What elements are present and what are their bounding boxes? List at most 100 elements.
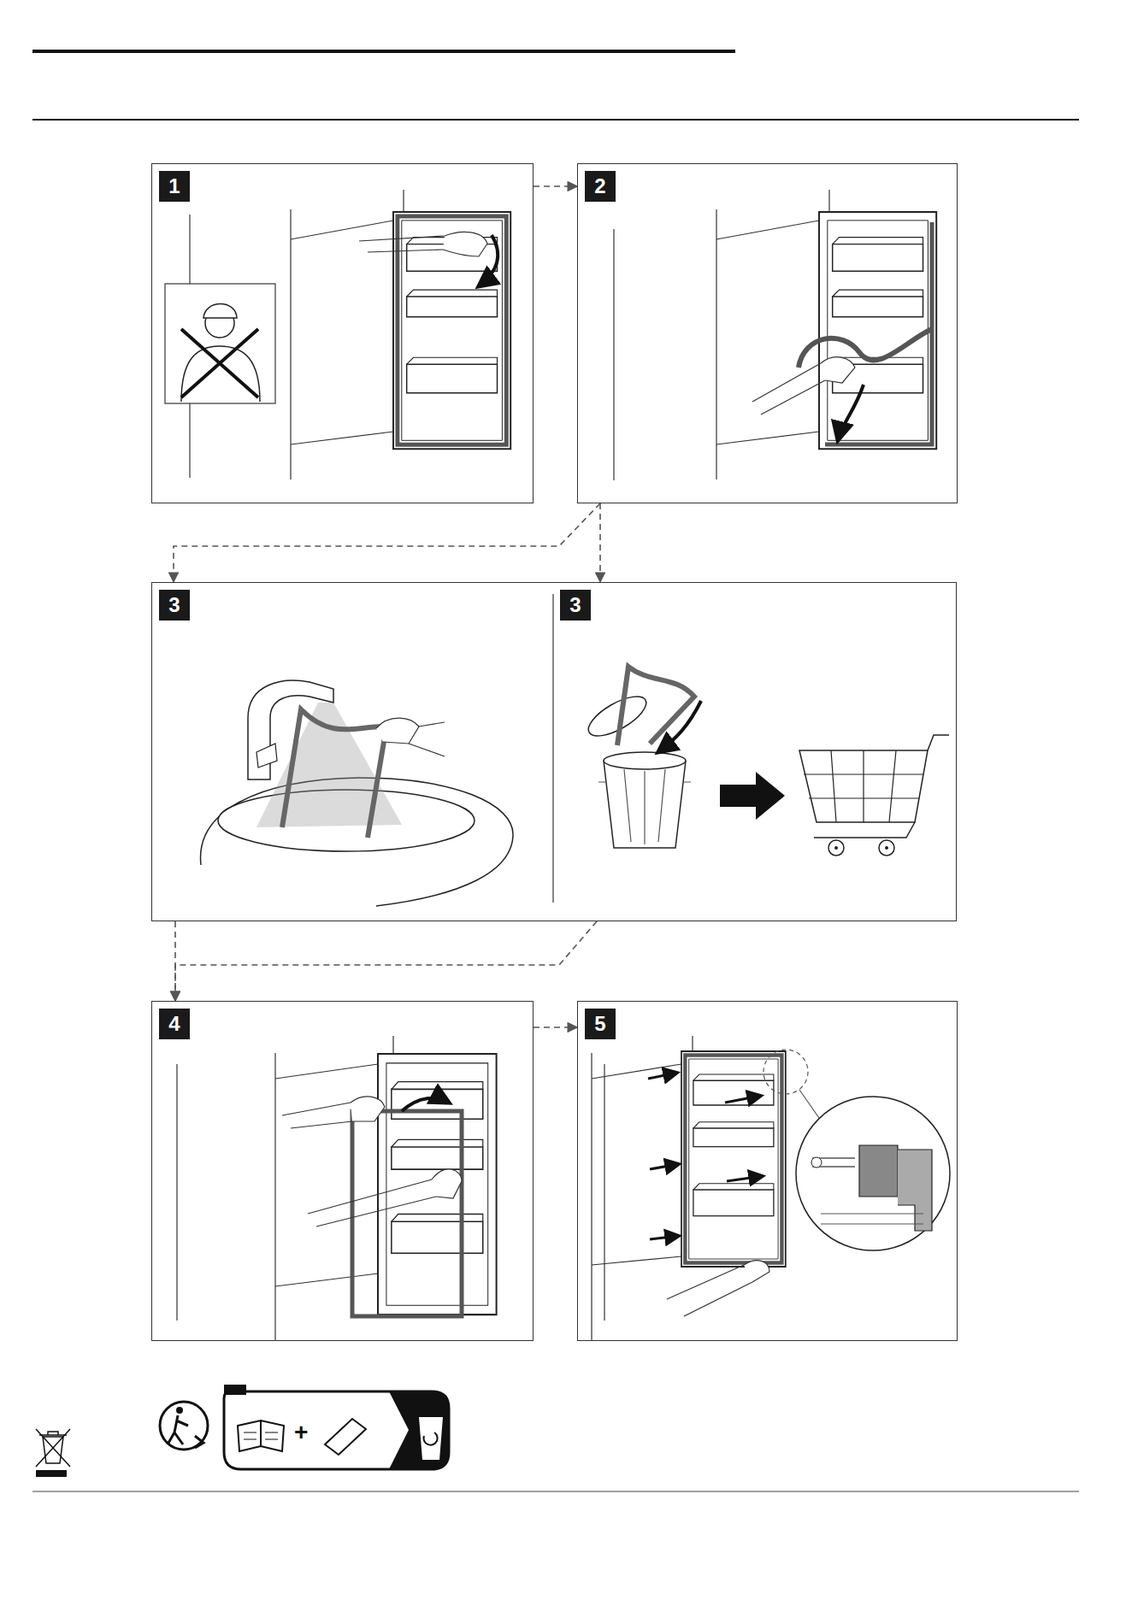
step-1-illustration-part (181, 346, 260, 402)
triman-symbol-part (194, 1436, 204, 1449)
wash-illustration (200, 680, 514, 907)
step-number: 5 (584, 1008, 616, 1040)
step-5-illustration-part (820, 1214, 924, 1225)
step-1-illustration-part (203, 304, 237, 319)
wash-illustration-part (408, 722, 445, 757)
triman-symbol (159, 1385, 449, 1470)
step-flow-arrow (533, 185, 578, 188)
discard-illustration-part (603, 752, 686, 770)
step-2-illustration-part (752, 363, 826, 415)
step-2-illustration-part (837, 384, 864, 441)
step-5-illustration-part (666, 1265, 753, 1317)
step-5-illustration (591, 1036, 950, 1341)
discard-illustration-part (813, 735, 950, 838)
step-2-illustration-part (819, 212, 937, 449)
step-4-illustration-part (176, 1064, 177, 1321)
step-4-illustration-part (431, 1169, 462, 1199)
triman-symbol-part (389, 1391, 449, 1470)
footer-rule (32, 1491, 1079, 1492)
step-5-illustration-part (799, 1090, 820, 1119)
weee-symbol (35, 1429, 71, 1478)
step-2-illustration-part-part (819, 212, 937, 449)
step-1-illustration-part-part (393, 212, 511, 449)
step-1-illustration-part (393, 212, 511, 449)
step-5-illustration-part-part (649, 1164, 679, 1170)
discard-illustration-part (828, 840, 844, 856)
step-panel: 4 (151, 1001, 534, 1342)
step-4-illustration-part (350, 1096, 385, 1122)
discard-illustration-part (834, 846, 838, 850)
step-flow-arrow (599, 503, 602, 583)
step-2-illustration-part (820, 357, 855, 384)
weee-symbol-part (39, 1432, 67, 1436)
step-1-illustration-part (165, 283, 276, 404)
discard-illustration-part (884, 846, 889, 850)
step-number: 2 (584, 170, 616, 202)
triman-symbol-part (224, 1385, 247, 1396)
header-rule (32, 51, 1079, 120)
step-panel: 3 (553, 582, 957, 922)
step-5-illustration-part (743, 1261, 770, 1283)
wash-illustration-part (282, 709, 387, 838)
triman-symbol-part (324, 1419, 366, 1456)
plus-sign: + (294, 1419, 308, 1447)
step-5-illustration-part (648, 1073, 763, 1240)
step-4-illustration-part-part (377, 1054, 497, 1315)
triman-symbol-part (237, 1420, 284, 1452)
triman-symbol-part (176, 1407, 183, 1415)
step-4-illustration (176, 1036, 497, 1341)
step-1-illustration-part (359, 235, 445, 253)
discard-illustration-part (658, 701, 702, 753)
step-flow-arrow (175, 921, 597, 1002)
step-1-illustration-part (442, 231, 488, 257)
step-panel: 2 (577, 163, 958, 504)
step-5-illustration-part (603, 1064, 605, 1321)
step-5-illustration-part-part (648, 1073, 678, 1079)
step-panel: 3 (151, 582, 554, 922)
triman-symbol-part (424, 1432, 438, 1446)
step-flow-arrow (533, 1026, 578, 1029)
step-5-illustration-part (859, 1145, 898, 1197)
discard-illustration-part (803, 750, 924, 823)
step-2-illustration-part (613, 229, 614, 481)
step-5-illustration-part (763, 1049, 808, 1095)
step-1-illustration-part (290, 189, 404, 480)
header-rule-part (32, 49, 736, 54)
step-2-illustration (613, 189, 937, 481)
step-4-illustration-part (377, 1054, 497, 1315)
step-5-illustration-part (795, 1096, 950, 1251)
step-5-illustration-part-part (726, 1176, 763, 1182)
weee-symbol-part (35, 1470, 67, 1478)
wash-illustration-part (256, 743, 278, 768)
step-5-illustration-part (897, 1149, 932, 1232)
step-5-illustration-part-part (681, 1051, 786, 1268)
step-number: 4 (159, 1008, 190, 1040)
step-2-illustration-part (798, 329, 932, 368)
discard-illustration-part (799, 750, 928, 823)
discard-illustration (583, 666, 950, 856)
discard-illustration-part (878, 840, 895, 856)
step-5-illustration-part-part (649, 1236, 679, 1240)
weee-symbol-part (35, 1429, 71, 1468)
triman-symbol-part (418, 1417, 443, 1461)
step-2-illustration-part (825, 222, 932, 445)
step-panel: 1 (151, 163, 534, 504)
step-number: 1 (159, 170, 190, 202)
step-1-illustration (165, 189, 511, 480)
step-4-illustration-part (401, 1098, 449, 1112)
step-4-illustration-part (275, 1036, 394, 1341)
step-5-illustration-part (681, 1051, 786, 1268)
step-1-illustration-part (478, 235, 498, 287)
triman-symbol-part (167, 1415, 189, 1445)
discard-illustration-part (617, 666, 695, 746)
step-1-illustration-part (181, 329, 259, 398)
step-5-illustration-part (812, 1158, 855, 1168)
discard-illustration-part (598, 769, 691, 845)
header-rule-part (32, 118, 1079, 121)
step-5-illustration-part-part (684, 1055, 782, 1264)
step-number: 3 (560, 589, 591, 621)
discard-illustration-part (719, 772, 785, 820)
